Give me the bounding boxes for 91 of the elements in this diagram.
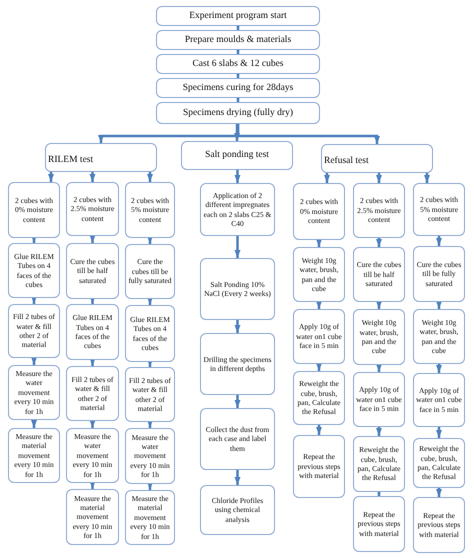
arrow — [236, 124, 380, 144]
process-box — [66, 489, 119, 545]
arrow — [424, 173, 430, 183]
process-box — [8, 182, 60, 238]
process-box — [200, 408, 275, 470]
process-box — [200, 258, 275, 320]
process-box — [156, 102, 320, 124]
process-box — [353, 436, 405, 492]
process-box — [8, 304, 60, 358]
process-box — [125, 367, 175, 422]
arrow — [48, 172, 54, 182]
arrow — [90, 235, 96, 243]
process-box — [353, 247, 405, 302]
arrow — [147, 172, 153, 182]
box-label: Salt ponding test — [205, 149, 269, 162]
process-box — [45, 143, 157, 172]
arrow — [31, 235, 37, 243]
box-label: Cast 6 slabs & 12 cubes — [192, 58, 284, 71]
arrow — [436, 488, 442, 497]
arrow — [90, 358, 96, 366]
process-box — [156, 6, 320, 26]
box-label: Experiment program start — [189, 10, 287, 23]
process-box — [8, 243, 60, 298]
arrow — [90, 420, 96, 428]
arrow — [31, 296, 37, 304]
arrow — [234, 124, 240, 141]
box-label: Prepare moulds & materials — [184, 34, 292, 47]
arrow — [376, 364, 382, 372]
arrow — [316, 239, 322, 247]
arrow — [376, 301, 382, 309]
arrow — [234, 236, 240, 258]
process-box — [413, 373, 465, 427]
process-box — [125, 182, 175, 238]
process-box — [353, 372, 405, 427]
arrow — [436, 236, 442, 246]
process-box — [353, 183, 405, 238]
process-box — [181, 141, 293, 170]
arrow — [234, 395, 240, 408]
process-box — [413, 246, 465, 302]
arrow — [376, 238, 382, 247]
process-box — [293, 309, 345, 364]
arrow — [147, 297, 153, 305]
arrow — [234, 320, 240, 333]
box-label: RILEM test — [48, 154, 94, 168]
box-label: Refusal test — [324, 155, 369, 168]
process-box — [321, 144, 433, 173]
arrow — [90, 172, 96, 182]
process-box — [200, 485, 275, 535]
arrow — [147, 359, 153, 367]
process-box — [66, 182, 119, 236]
process-box — [200, 183, 275, 236]
arrow — [376, 173, 382, 183]
arrow — [324, 173, 330, 183]
process-box — [413, 497, 465, 553]
arrow — [31, 357, 37, 365]
arrow — [316, 301, 322, 309]
arrow — [90, 481, 96, 489]
process-box — [156, 78, 320, 98]
arrow — [147, 236, 153, 244]
process-box — [66, 304, 119, 360]
box-label: Specimens drying (fully dry) — [182, 106, 294, 120]
process-box — [413, 309, 465, 364]
arrow — [316, 363, 322, 371]
arrow — [436, 427, 442, 438]
process-box — [156, 54, 320, 74]
process-box — [66, 366, 119, 421]
process-box — [293, 435, 345, 498]
process-box — [353, 496, 405, 552]
box-label: Specimens curing for 28days — [182, 82, 294, 95]
arrow — [436, 301, 442, 309]
process-box — [413, 438, 465, 488]
arrow — [436, 364, 442, 373]
arrow — [147, 482, 153, 490]
arrow — [234, 170, 240, 183]
process-box — [66, 428, 119, 483]
process-box — [125, 244, 175, 299]
process-box — [200, 333, 275, 395]
arrow — [234, 470, 240, 485]
process-box — [156, 30, 320, 50]
process-box — [293, 247, 345, 302]
process-box — [353, 309, 405, 365]
arrow — [316, 425, 322, 435]
arrow — [376, 427, 382, 436]
process-box — [66, 243, 119, 299]
arrow — [31, 420, 37, 428]
process-box — [413, 183, 465, 236]
process-box — [293, 183, 345, 240]
arrow — [90, 296, 96, 304]
process-box — [293, 371, 345, 425]
arrow — [147, 420, 153, 428]
process-box — [125, 305, 175, 362]
